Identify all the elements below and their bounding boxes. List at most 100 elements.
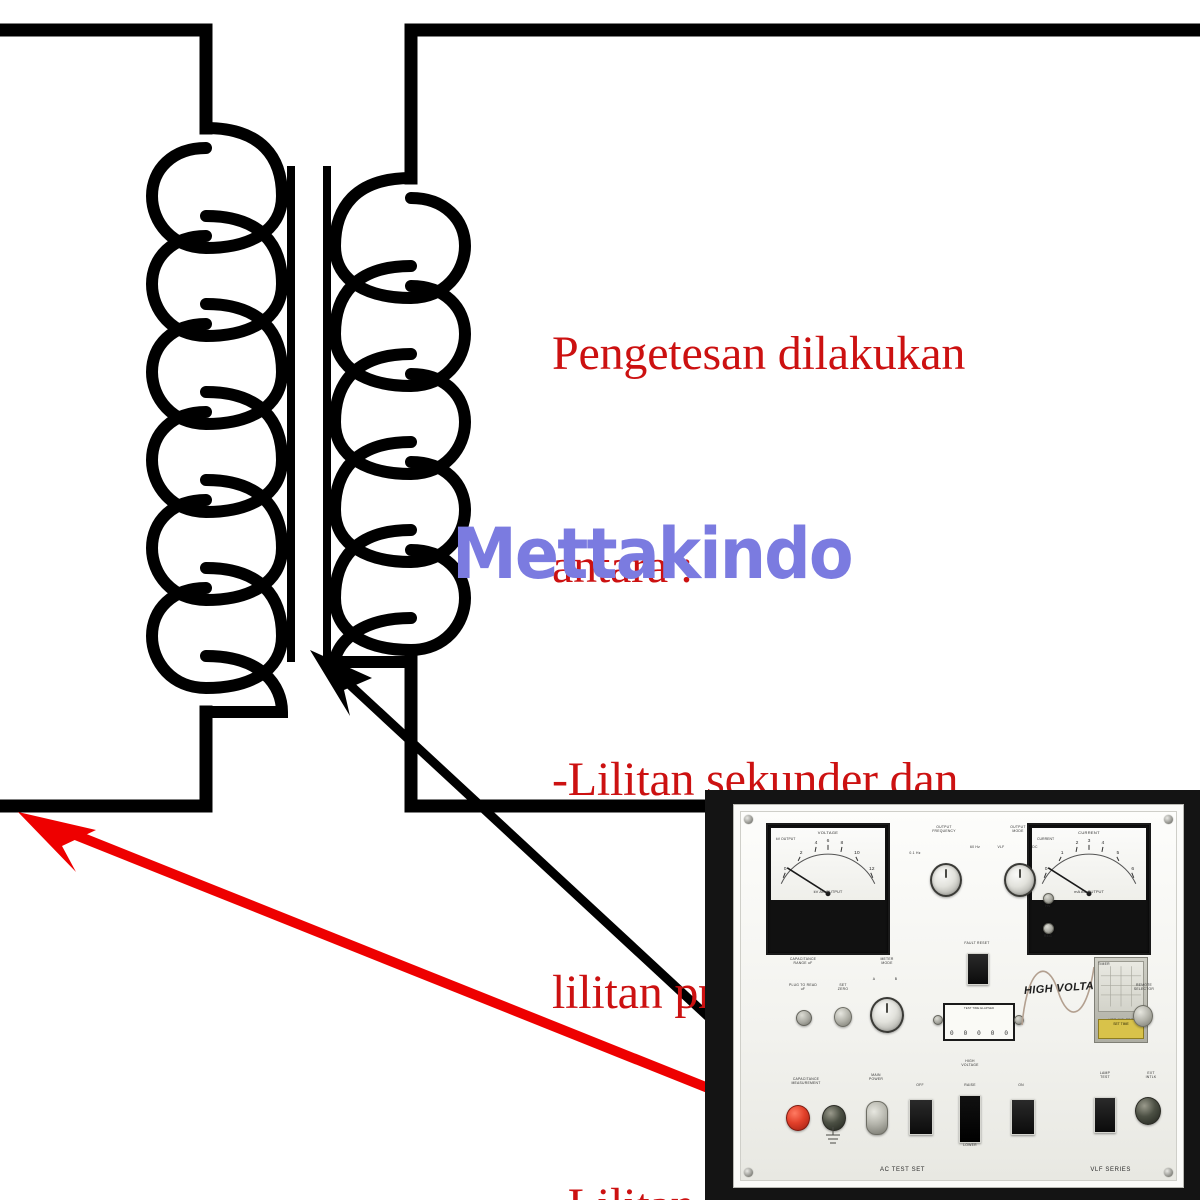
primary-winding [145, 122, 289, 718]
plug-to-read-label: PLUG TO READ uF [788, 983, 818, 992]
counter-side-screw [1014, 1015, 1024, 1025]
lower-label: LOWER [963, 1143, 977, 1147]
annotation-line-1: Pengetesan dilakukan [552, 327, 966, 380]
counter-digit: 0 [977, 1030, 981, 1037]
timer-screen-label: TIMER [1098, 962, 1110, 966]
watermark-logo: Mettakindo [452, 513, 854, 595]
plug-to-read-jack[interactable] [796, 1010, 812, 1026]
remote-selector-label: REMOTE SELECTOR [1133, 983, 1155, 992]
capacitance-range-label: CAPACITANCE RANGE uF [789, 957, 817, 966]
ext-interlock-connector[interactable] [1135, 1097, 1161, 1125]
meter-mode-option-b: B [894, 977, 898, 981]
svg-text:2: 2 [1076, 840, 1079, 846]
secondary-top-lead [404, 23, 1200, 185]
on-label: ON [1018, 1083, 1024, 1087]
reg-indicator-lamp [1043, 923, 1054, 934]
meter-mode-label: METER MODE [880, 957, 894, 966]
raise-lower-switch[interactable] [959, 1095, 981, 1143]
capacitance-measurement-label: CAPACITANCE MEASUREMENT [791, 1077, 821, 1086]
set-zero-label: SET ZERO [837, 983, 849, 992]
ext-interlock-label: EXT INTLK [1145, 1071, 1157, 1080]
hv-indicator-lamp [1043, 893, 1054, 904]
voltage-meter-corner-label: kV OUTPUT [776, 837, 796, 841]
reg-indicator-label: REG [1043, 934, 1053, 938]
svg-text:2: 2 [800, 850, 803, 856]
voltage-meter: VOLTAGE kV OUTPUT [766, 823, 890, 955]
voltage-meter-face: VOLTAGE kV OUTPUT [771, 828, 885, 900]
counter-reset-screw [933, 1015, 943, 1025]
meter-mode-knob[interactable] [870, 997, 904, 1033]
current-meter-corner-label: CURRENT [1037, 837, 1055, 841]
secondary-winding [328, 172, 472, 668]
output-frequency-label: OUTPUT FREQUENCY [932, 825, 956, 834]
counter-digits: 0 0 0 0 0 [945, 1030, 1013, 1037]
remote-selector-knob[interactable] [1133, 1005, 1153, 1027]
svg-text:5: 5 [1116, 850, 1119, 856]
output-mode-option-1: DC [1032, 845, 1038, 849]
digital-timer-module[interactable]: TIMER HRS MIN SEC SET TIME [1094, 957, 1148, 1043]
svg-text:4: 4 [1102, 840, 1105, 846]
capacitance-hv-terminal[interactable] [786, 1105, 810, 1131]
counter-digit: 0 [990, 1030, 995, 1037]
brand-right: VLF SERIES [1090, 1167, 1131, 1173]
output-frequency-knob[interactable] [930, 863, 962, 897]
off-label: OFF [916, 1083, 924, 1087]
instrument-front-panel: VOLTAGE kV OUTPUT [733, 804, 1184, 1188]
elapsed-time-counter: TEST TIME ELAPSED 0 0 0 0 0 [943, 1003, 1015, 1041]
fault-reset-label: FAULT RESET [964, 941, 990, 945]
voltage-meter-unit: kV AC OUTPUT [813, 888, 843, 894]
svg-text:0: 0 [784, 866, 787, 872]
output-mode-option-0: VLF [997, 845, 1005, 849]
svg-text:6: 6 [827, 838, 830, 844]
timer-screen [1098, 961, 1144, 1012]
svg-text:12: 12 [869, 866, 875, 872]
svg-text:3: 3 [1088, 838, 1091, 844]
current-meter-title: CURRENT [1078, 830, 1100, 835]
svg-text:10: 10 [854, 850, 860, 856]
red-arrow-to-winding [18, 812, 780, 1121]
panel-screw [744, 1168, 753, 1177]
main-power-label: MAIN POWER [868, 1073, 884, 1082]
lamp-test-label: LAMP TEST [1099, 1071, 1111, 1080]
annotation-line-2: antara : [552, 540, 693, 593]
timer-grid [1100, 966, 1142, 1007]
main-power-toggle[interactable] [866, 1101, 888, 1135]
svg-text:0: 0 [1045, 866, 1048, 872]
counter-digit: 0 [1004, 1030, 1008, 1037]
raise-label: RAISE [964, 1083, 976, 1087]
capacitance-ground-terminal[interactable] [822, 1105, 846, 1131]
meter-mode-option-a: A [872, 977, 876, 981]
panel-screw [1164, 815, 1173, 824]
earth-ground-symbol [826, 1127, 840, 1144]
lamp-test-switch[interactable] [1094, 1097, 1116, 1133]
panel-screw [744, 815, 753, 824]
set-zero-trimmer[interactable] [834, 1007, 852, 1027]
on-button[interactable] [1011, 1099, 1035, 1135]
high-voltage-group-label: HIGH VOLTAGE [961, 1059, 979, 1068]
svg-text:8: 8 [841, 840, 844, 846]
svg-text:4: 4 [815, 840, 818, 846]
transformer-core [287, 166, 331, 662]
current-meter-scale: 0 1 2 3 4 5 6 [1041, 838, 1137, 897]
ac-test-set-photo: VOLTAGE kV OUTPUT [705, 790, 1200, 1200]
fault-reset-switch[interactable] [967, 953, 989, 985]
current-meter-unit: mA AC OUTPUT [1074, 888, 1104, 894]
timer-set-badge[interactable]: SET TIME [1098, 1018, 1144, 1039]
voltage-meter-scale: 0 2 4 6 8 10 12 [780, 838, 876, 897]
voltage-meter-title: VOLTAGE [817, 830, 839, 835]
primary-bottom-lead [0, 705, 213, 813]
panel-screw [1164, 1168, 1173, 1177]
output-mode-knob[interactable] [1004, 863, 1036, 897]
current-meter-face: CURRENT CURRENT [1032, 828, 1146, 900]
counter-digit: 0 [963, 1030, 968, 1037]
output-mode-label: OUTPUT MODE [1010, 825, 1026, 834]
output-frequency-option-0: 0.1 Hz [909, 851, 921, 855]
high-voltage-sine-wave [1021, 966, 1095, 1026]
hv-indicator-label: HV [1045, 904, 1051, 908]
output-frequency-option-4: 60 Hz [969, 845, 981, 849]
off-button[interactable] [909, 1099, 933, 1135]
brand-left: AC TEST SET [880, 1167, 926, 1173]
primary-top-lead [0, 23, 213, 135]
